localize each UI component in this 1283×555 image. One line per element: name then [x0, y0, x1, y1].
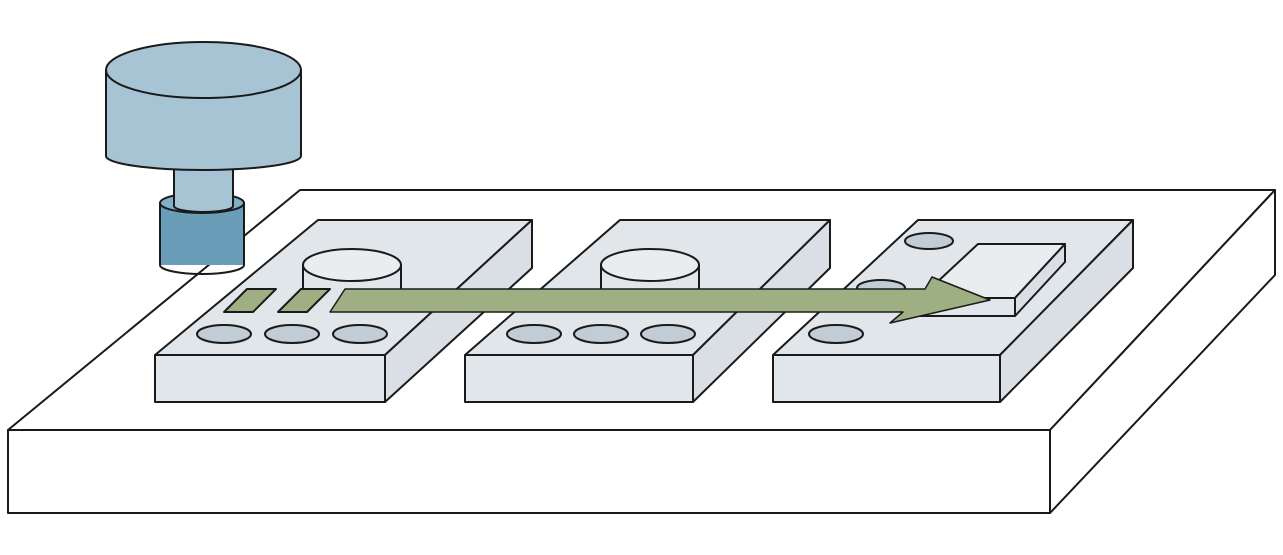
module-left-strip-1: [223, 288, 277, 313]
module-left-well-2: [264, 324, 320, 344]
module-middle-well-2: [573, 324, 629, 344]
dispensing-head-body: [105, 41, 302, 171]
module-middle-front: [464, 354, 694, 403]
module-left-strip-2: [277, 288, 331, 313]
module-left-front: [154, 354, 386, 403]
module-right-well-1: [904, 232, 954, 250]
base-platform-front: [7, 429, 1051, 514]
base-platform-side: [1049, 189, 1276, 514]
module-middle-well-3: [640, 324, 696, 344]
module-left-cylinder: [302, 248, 402, 310]
module-right-front: [772, 354, 1001, 403]
module-left-well-3: [332, 324, 388, 344]
transfer-arrow: [329, 276, 991, 324]
module-middle-well-1: [506, 324, 562, 344]
module-left-well-1: [196, 324, 252, 344]
module-right-well-3: [808, 324, 864, 344]
dispensing-head-icon: [105, 41, 302, 275]
module-right-side: [999, 219, 1134, 403]
